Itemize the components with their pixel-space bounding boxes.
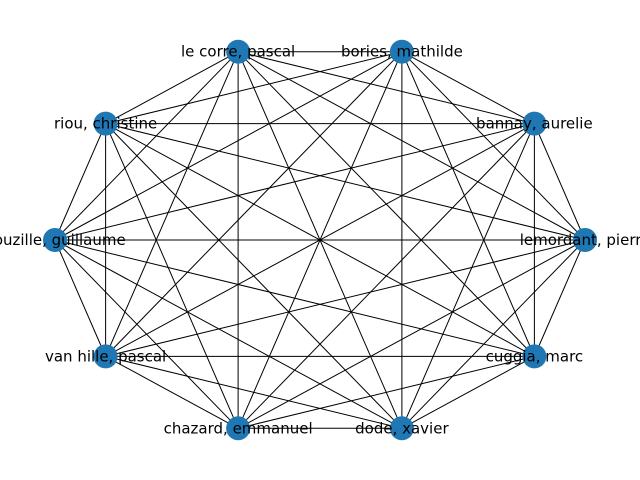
edge-lecorre-vanhille [105, 51, 239, 357]
edge-lemordant-lecorre [237, 51, 586, 241]
node-label-lecorre: le corre, pascal [181, 43, 295, 61]
nodes-layer [43, 39, 597, 441]
node-lecorre [226, 39, 251, 64]
edge-riou-cuggia [105, 123, 535, 357]
node-bannay [522, 111, 547, 136]
edge-riou-bouzille [54, 123, 107, 241]
node-label-bouzille: bouzille, guillaume [0, 231, 126, 249]
edge-lemordant-cuggia [533, 239, 586, 357]
edge-bannay-bories [401, 51, 535, 125]
edge-lemordant-chazard [237, 239, 586, 429]
node-dode [389, 416, 414, 441]
edge-bouzille-cuggia [54, 239, 535, 357]
node-label-vanhille: van hille, pascal [45, 347, 166, 365]
edge-vanhille-chazard [105, 355, 239, 429]
node-chazard [226, 416, 251, 441]
edge-bories-cuggia [401, 51, 535, 357]
edge-dode-cuggia [401, 355, 535, 429]
edge-bannay-dode [401, 123, 535, 429]
node-label-dode: dode, xavier [355, 419, 449, 437]
edge-lemordant-bannay [533, 123, 586, 241]
edge-bouzille-chazard [54, 239, 239, 429]
labels-layer: lemordant, pierre bannay, aurelie bories, … [0, 43, 640, 438]
node-label-bories: bories, mathilde [341, 43, 463, 61]
node-label-bannay: bannay, aurelie [476, 115, 593, 133]
edge-bories-bouzille [54, 51, 403, 241]
node-bories [389, 39, 414, 64]
node-lemordant [573, 228, 597, 252]
edge-vanhille-dode [105, 355, 403, 429]
node-bouzille [43, 228, 67, 252]
edge-lecorre-riou [105, 51, 239, 125]
edge-chazard-cuggia [237, 355, 535, 429]
edges-layer [54, 51, 586, 429]
node-label-lemordant: lemordant, pierre [520, 231, 640, 249]
node-label-chazard: chazard, emmanuel [164, 419, 313, 437]
node-vanhille [93, 344, 118, 369]
node-riou [93, 111, 118, 136]
node-cuggia [522, 344, 547, 369]
node-label-cuggia: cuggia, marc [486, 347, 584, 365]
edge-bouzille-vanhille [54, 239, 107, 357]
edge-bouzille-dode [54, 239, 403, 429]
node-label-riou: riou, christine [54, 115, 157, 133]
edge-riou-chazard [105, 123, 239, 429]
edge-lecorre-cuggia [237, 51, 535, 357]
edge-riou-dode [105, 123, 403, 429]
